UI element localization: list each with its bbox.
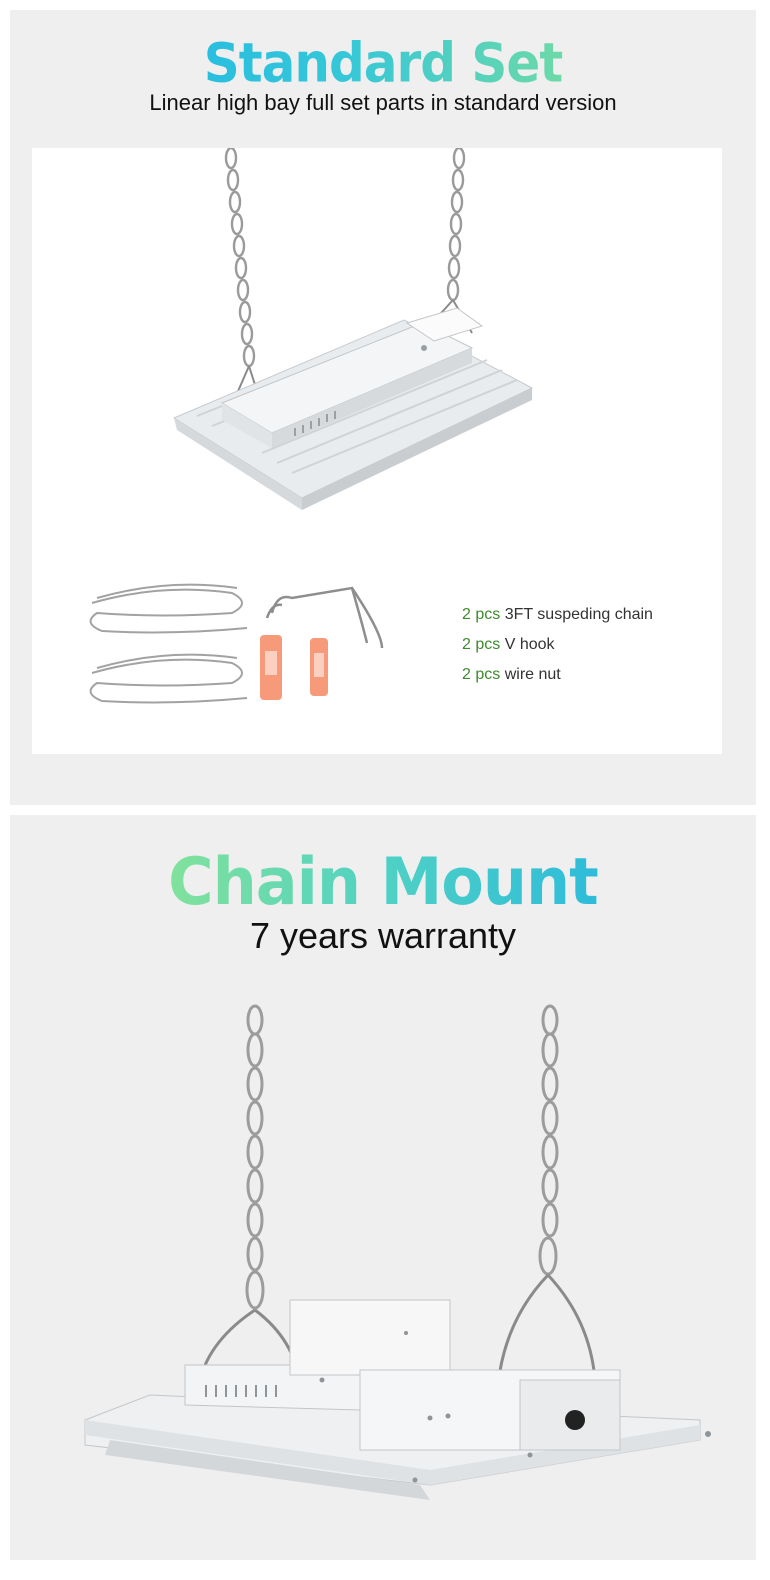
part-name: V hook xyxy=(504,636,555,653)
part-quantity: 2 pcs xyxy=(462,636,501,653)
section-subtitle: 7 years warranty xyxy=(249,915,517,956)
parts-list: 2 pcs 3FT suspeding chain 2 pcs V hook 2… xyxy=(462,600,653,690)
parts-list-item: 2 pcs wire nut xyxy=(462,660,653,690)
chain-mount-fixture-image xyxy=(84,1004,711,1500)
section-title: Chain Mount xyxy=(10,843,756,920)
part-name: wire nut xyxy=(504,666,561,683)
parts-list-item: 2 pcs 3FT suspeding chain xyxy=(462,600,653,630)
section-subtitle: Linear high bay full set parts in standa… xyxy=(149,90,617,115)
section-title: Standard Set xyxy=(10,32,756,95)
chain-mount-section: Chain Mount 7 years warranty xyxy=(10,815,756,1560)
accessories-image xyxy=(89,583,384,704)
part-name: 3FT suspeding chain xyxy=(504,606,653,623)
product-image-card: 2 pcs 3FT suspeding chain 2 pcs V hook 2… xyxy=(32,148,722,754)
standard-set-section: Standard Set Linear high bay full set pa… xyxy=(10,10,756,805)
parts-list-item: 2 pcs V hook xyxy=(462,630,653,660)
part-quantity: 2 pcs xyxy=(462,606,501,623)
part-quantity: 2 pcs xyxy=(462,666,501,683)
linear-high-bay-fixture-image xyxy=(172,148,534,510)
